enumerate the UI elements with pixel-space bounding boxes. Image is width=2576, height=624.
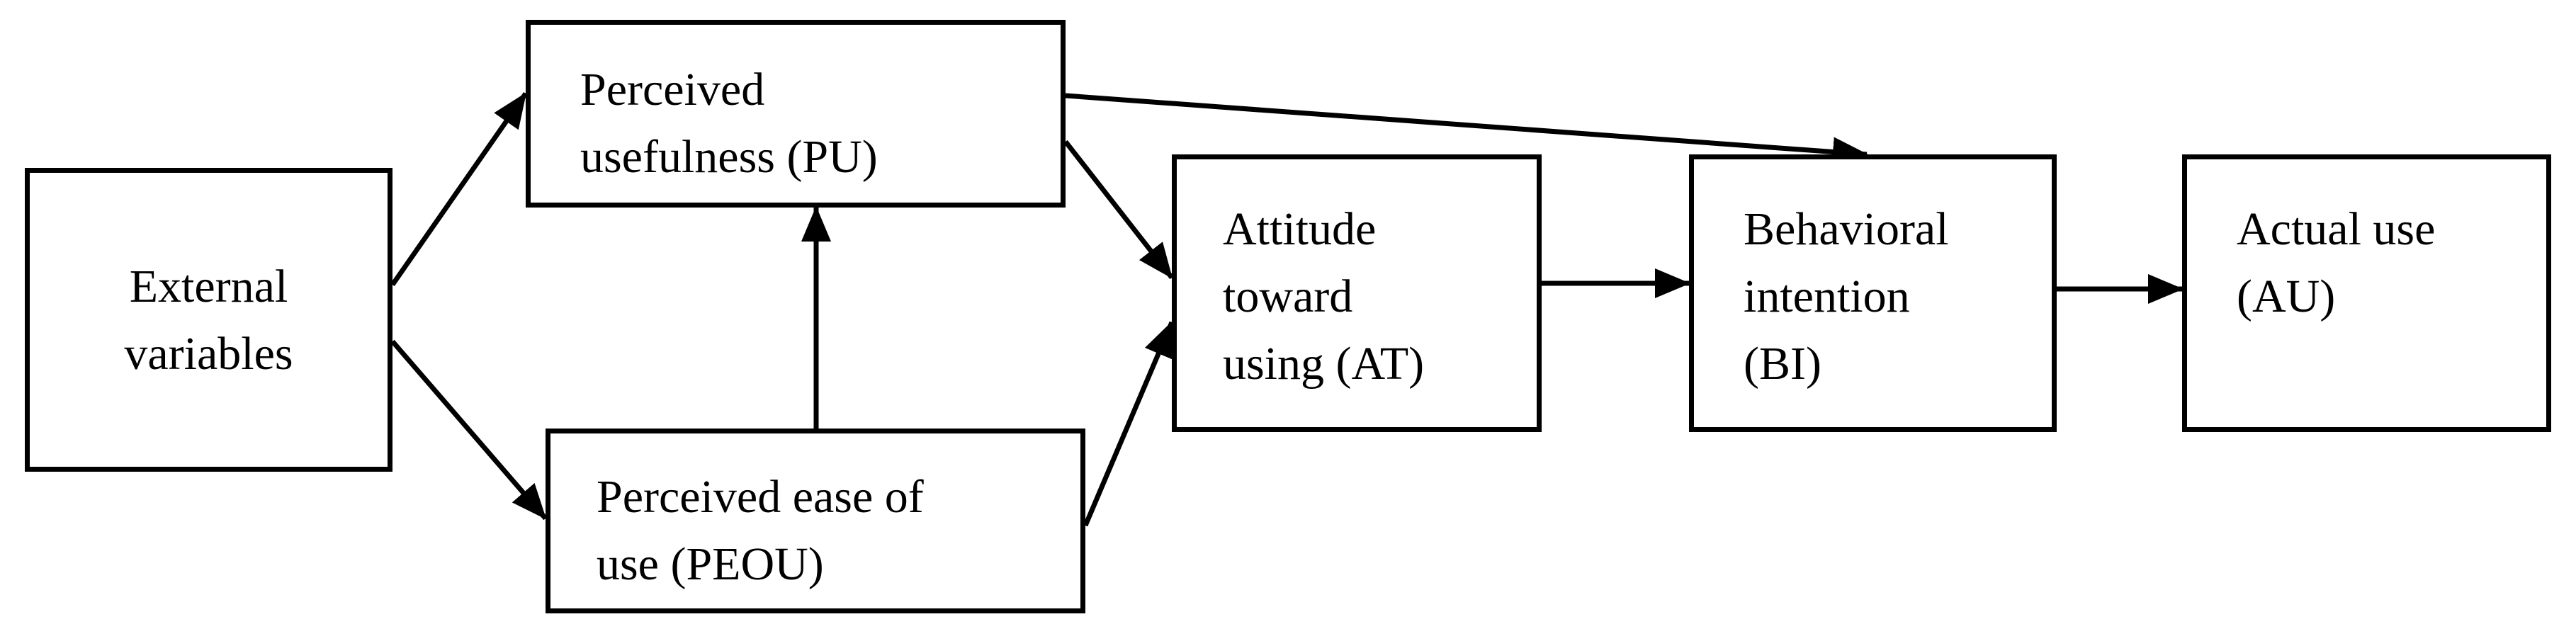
edge-pu-to-at bbox=[1063, 140, 1174, 280]
node-behavioral-intention-label: Behavioral intention (BI) bbox=[1744, 203, 1949, 390]
edge-external-to-pu bbox=[390, 92, 528, 286]
node-actual-use-label: Actual use (AU) bbox=[2237, 203, 2436, 322]
node-perceived-ease-of-use-label: Perceived ease of use (PEOU) bbox=[597, 471, 924, 590]
node-behavioral-intention: Behavioral intention (BI) bbox=[1689, 154, 2057, 432]
node-attitude-toward-using-label: Attitude toward using (AT) bbox=[1223, 203, 1425, 390]
node-perceived-usefulness: Perceived usefulness (PU) bbox=[526, 20, 1066, 208]
node-perceived-usefulness-label: Perceived usefulness (PU) bbox=[580, 64, 878, 183]
node-perceived-ease-of-use: Perceived ease of use (PEOU) bbox=[546, 429, 1085, 613]
edge-external-to-peou bbox=[390, 339, 548, 521]
edge-pu-to-bi bbox=[1065, 93, 1868, 167]
edge-peou-to-at bbox=[1083, 321, 1175, 527]
node-attitude-toward-using: Attitude toward using (AT) bbox=[1172, 154, 1542, 432]
node-actual-use: Actual use (AU) bbox=[2182, 154, 2551, 432]
node-external-variables-label: External variables bbox=[124, 260, 293, 380]
node-external-variables: External variables bbox=[25, 168, 392, 472]
